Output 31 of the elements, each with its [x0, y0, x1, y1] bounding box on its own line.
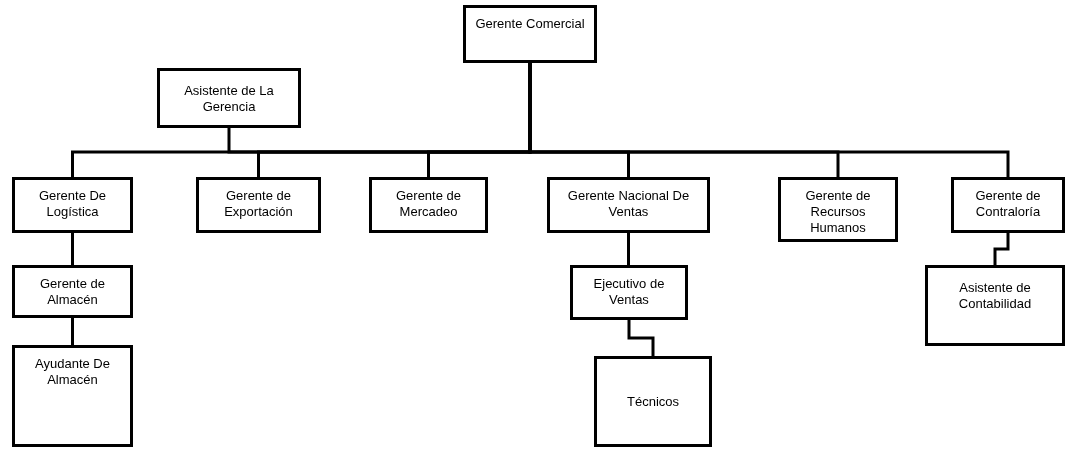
org-box — [925, 265, 1065, 346]
role-title: Gerente de Mercadeo — [394, 188, 462, 220]
role-title: Gerente Nacional De Ventas — [566, 188, 691, 220]
role-title: Asistente de Contabilidad — [957, 280, 1033, 312]
role-title: Gerente Comercial — [474, 16, 586, 32]
connector-line — [993, 233, 1010, 265]
org-box — [12, 177, 133, 233]
role-title: Gerente de Contraloría — [974, 188, 1042, 220]
role-title: Ejecutivo de Ventas — [592, 276, 666, 308]
org-box — [12, 265, 133, 318]
org-box — [951, 177, 1065, 233]
role-title: Técnicos — [626, 393, 680, 410]
org-box — [196, 177, 321, 233]
org-box — [369, 177, 488, 233]
role-title: Ayudante De Almacén — [34, 356, 111, 388]
connector-line — [71, 318, 74, 345]
connector-line — [627, 320, 655, 356]
role-title: Asistente de La Gerencia — [183, 83, 275, 115]
role-title: Gerente de Almacén — [38, 276, 106, 308]
org-box — [594, 356, 712, 447]
connector-line — [71, 233, 74, 265]
role-title: Gerente De Logística — [37, 188, 108, 220]
org-box — [778, 177, 898, 242]
org-box — [570, 265, 688, 320]
org-box — [12, 345, 133, 447]
role-title: Gerente de Recursos Humanos — [804, 188, 872, 236]
org-box — [463, 5, 597, 63]
org-box — [547, 177, 710, 233]
org-box — [157, 68, 301, 128]
connector-line — [627, 233, 630, 265]
role-title: Gerente de Exportación — [223, 188, 294, 220]
